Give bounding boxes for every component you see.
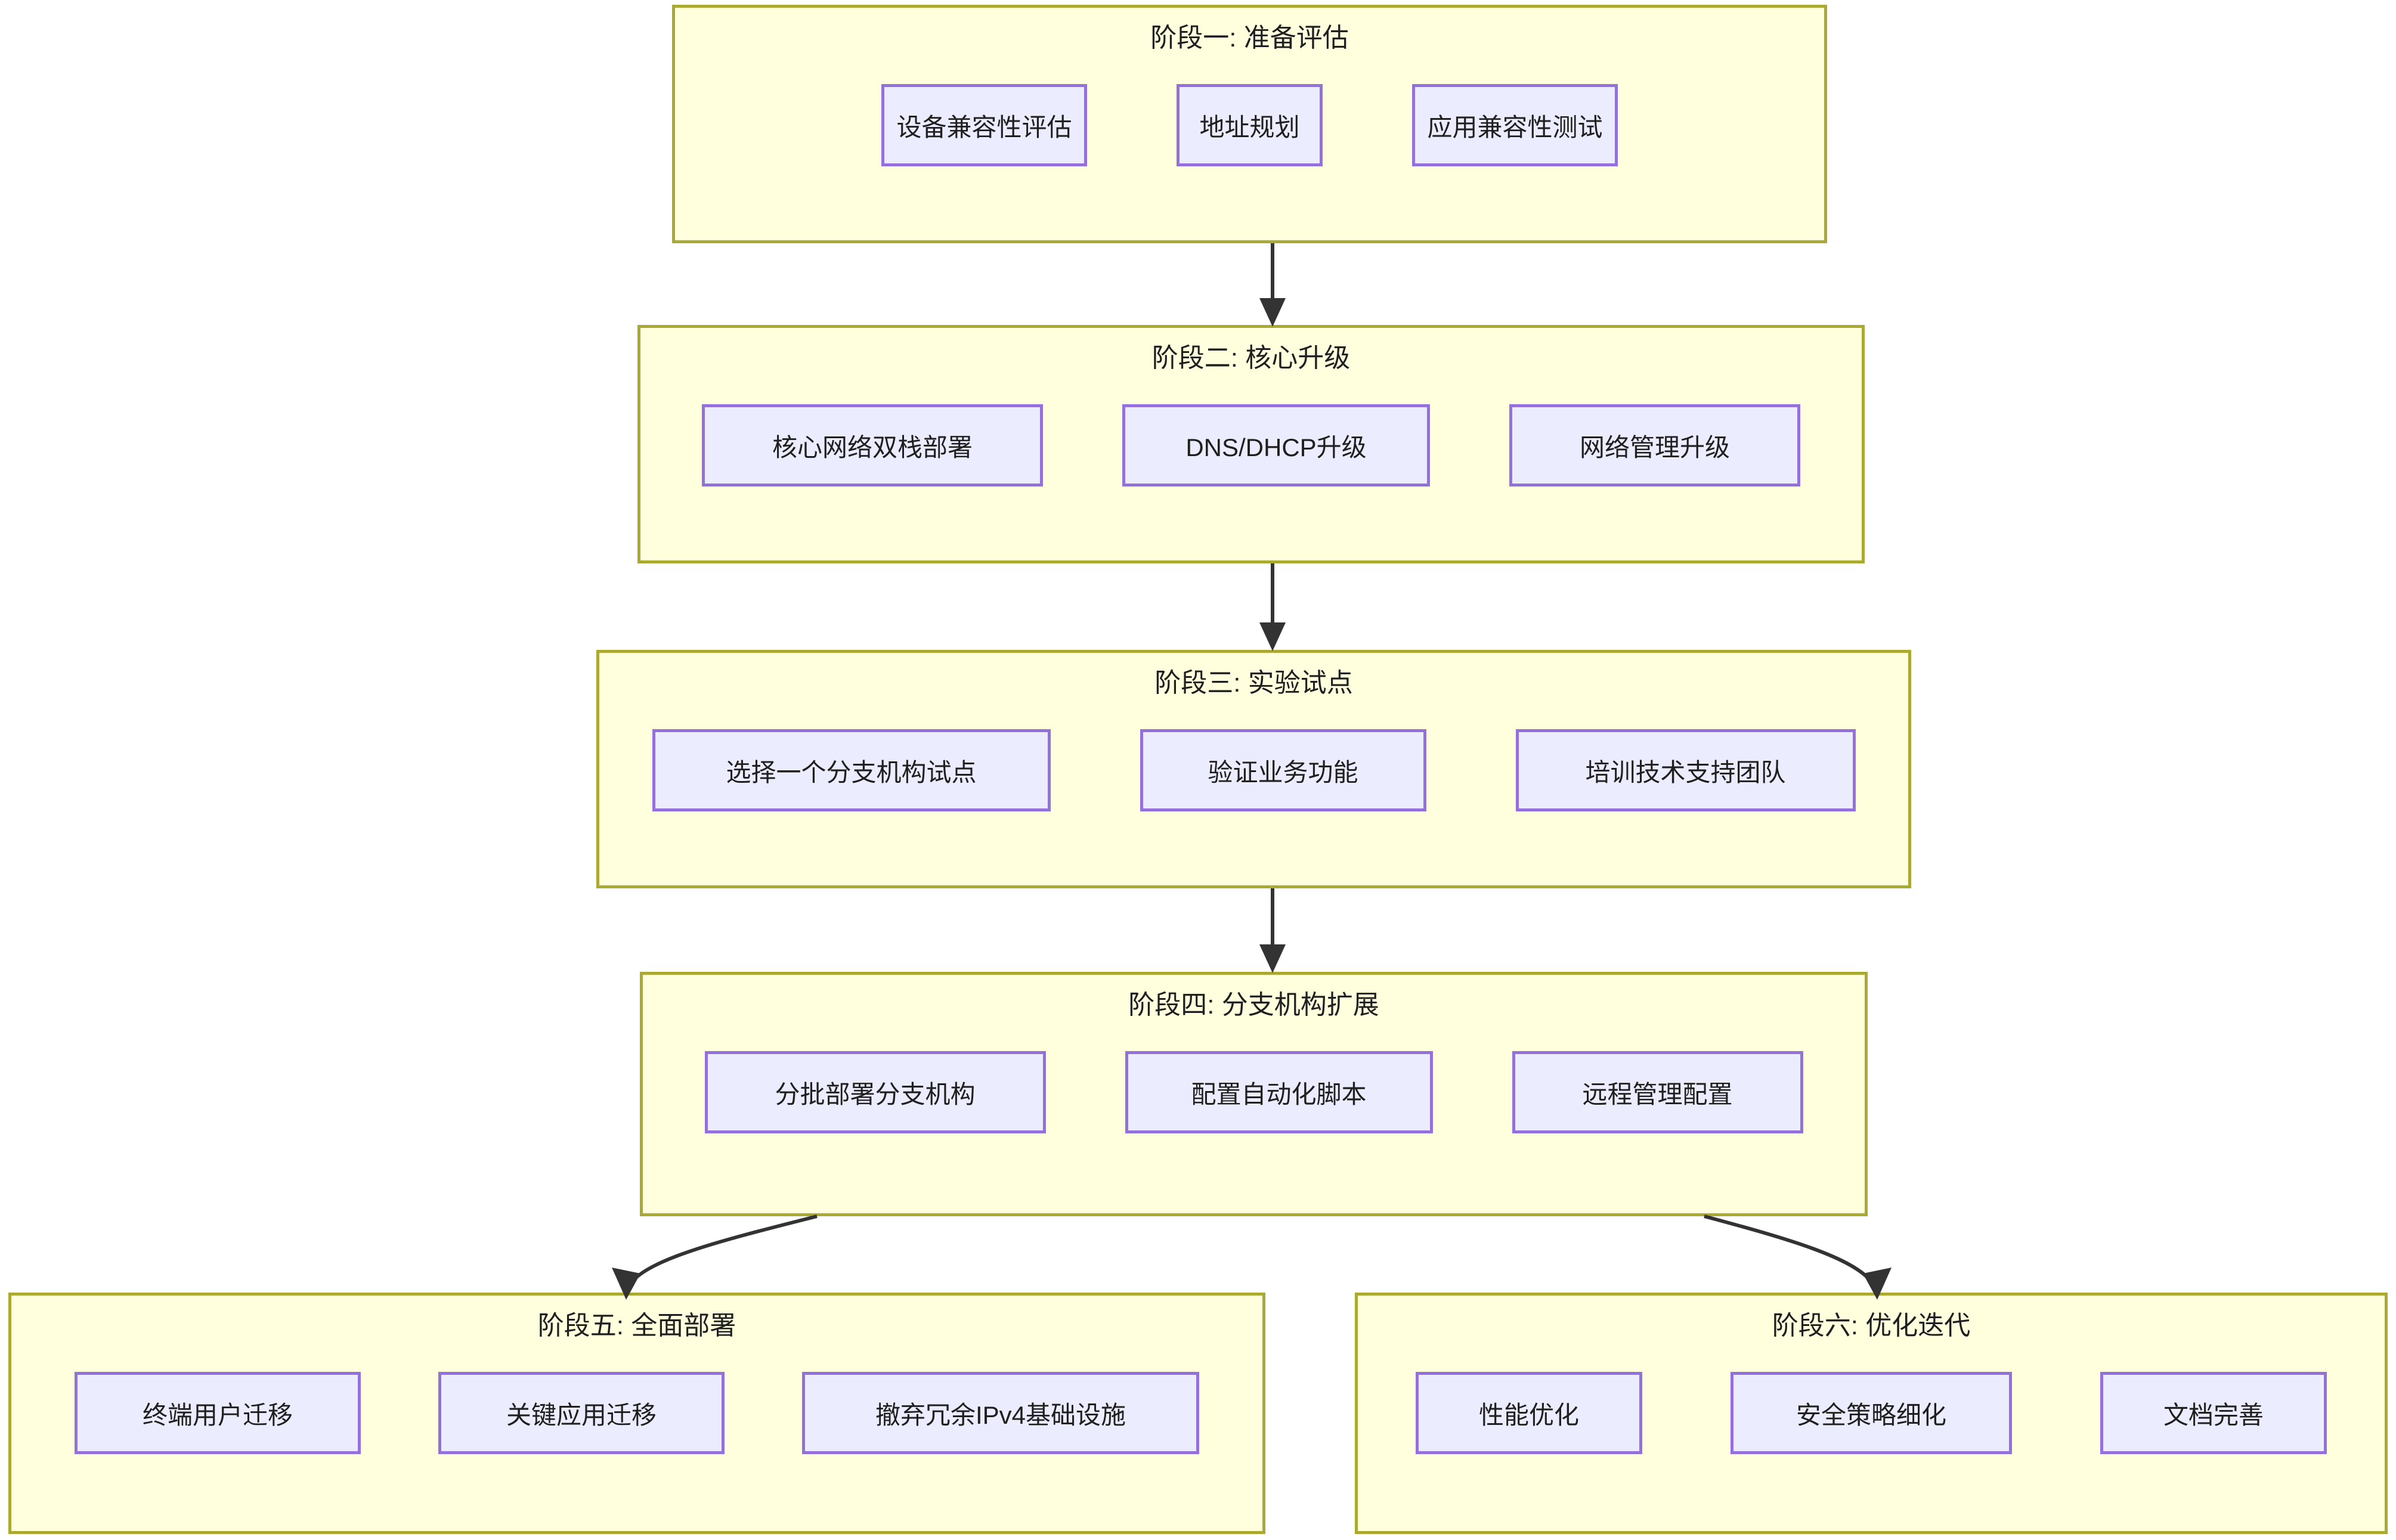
node-critical-application-migration[interactable]: 关键应用迁移: [438, 1372, 725, 1454]
node-configure-automation-scripts[interactable]: 配置自动化脚本: [1125, 1051, 1433, 1133]
node-decommission-redundant-ipv4-infrastructure[interactable]: 撤弃冗余IPv4基础设施: [802, 1372, 1199, 1454]
phase-title-phase3: 阶段三: 实验试点: [1154, 668, 1353, 698]
phase-group-phase2: 阶段二: 核心升级 核心网络双栈部署 DNS/DHCP升级 网络管理升级: [637, 325, 1865, 563]
node-core-network-dual-stack-deployment[interactable]: 核心网络双栈部署: [702, 404, 1043, 487]
phase-title-phase4: 阶段四: 分支机构扩展: [1128, 990, 1379, 1020]
node-network-management-upgrade[interactable]: 网络管理升级: [1509, 404, 1800, 487]
phase-node-row-phase5: 终端用户迁移 关键应用迁移 撤弃冗余IPv4基础设施: [11, 1372, 1262, 1454]
node-remote-management-configuration[interactable]: 远程管理配置: [1512, 1051, 1803, 1133]
phase-group-phase3: 阶段三: 实验试点 选择一个分支机构试点 验证业务功能 培训技术支持团队: [596, 650, 1911, 888]
node-device-compatibility-assessment[interactable]: 设备兼容性评估: [881, 84, 1087, 166]
phase-node-row-phase2: 核心网络双栈部署 DNS/DHCP升级 网络管理升级: [640, 404, 1862, 487]
phase-title-phase2: 阶段二: 核心升级: [1151, 343, 1351, 373]
phase-node-row-phase3: 选择一个分支机构试点 验证业务功能 培训技术支持团队: [599, 729, 1908, 811]
phase-node-row-phase6: 性能优化 安全策略细化 文档完善: [1358, 1372, 2385, 1454]
edge-phase4-to-phase5: [612, 1214, 818, 1300]
node-end-user-migration[interactable]: 终端用户迁移: [75, 1372, 361, 1454]
node-phased-branch-deployment[interactable]: 分批部署分支机构: [704, 1051, 1046, 1133]
node-documentation-improvement[interactable]: 文档完善: [2100, 1372, 2327, 1454]
edge-phase3-to-phase4: [1259, 888, 1286, 973]
phase-title-phase5: 阶段五: 全面部署: [537, 1311, 736, 1340]
node-application-compatibility-test[interactable]: 应用兼容性测试: [1412, 84, 1618, 166]
phase-group-phase6: 阶段六: 优化迭代 性能优化 安全策略细化 文档完善: [1355, 1293, 2388, 1534]
node-performance-optimization[interactable]: 性能优化: [1416, 1372, 1642, 1454]
node-address-planning[interactable]: 地址规划: [1177, 84, 1323, 166]
phase-group-phase1: 阶段一: 准备评估 设备兼容性评估 地址规划 应用兼容性测试: [672, 5, 1827, 243]
phase-node-row-phase1: 设备兼容性评估 地址规划 应用兼容性测试: [675, 84, 1824, 166]
edge-phase2-to-phase3: [1259, 563, 1286, 651]
edge-phase1-to-phase2: [1259, 243, 1286, 327]
phase-group-phase5: 阶段五: 全面部署 终端用户迁移 关键应用迁移 撤弃冗余IPv4基础设施: [8, 1293, 1265, 1534]
phase-group-phase4: 阶段四: 分支机构扩展 分批部署分支机构 配置自动化脚本 远程管理配置: [640, 972, 1868, 1216]
phase-title-phase1: 阶段一: 准备评估: [1150, 23, 1349, 52]
node-verify-business-functions[interactable]: 验证业务功能: [1140, 729, 1426, 811]
phase-node-row-phase4: 分批部署分支机构 配置自动化脚本 远程管理配置: [643, 1051, 1865, 1133]
node-train-technical-support-team[interactable]: 培训技术支持团队: [1515, 729, 1856, 811]
node-select-pilot-branch[interactable]: 选择一个分支机构试点: [652, 729, 1051, 811]
node-security-policy-refinement[interactable]: 安全策略细化: [1731, 1372, 2012, 1454]
node-dns-dhcp-upgrade[interactable]: DNS/DHCP升级: [1122, 404, 1430, 487]
edge-phase4-to-phase6: [1704, 1214, 1892, 1300]
phase-title-phase6: 阶段六: 优化迭代: [1772, 1311, 1971, 1340]
